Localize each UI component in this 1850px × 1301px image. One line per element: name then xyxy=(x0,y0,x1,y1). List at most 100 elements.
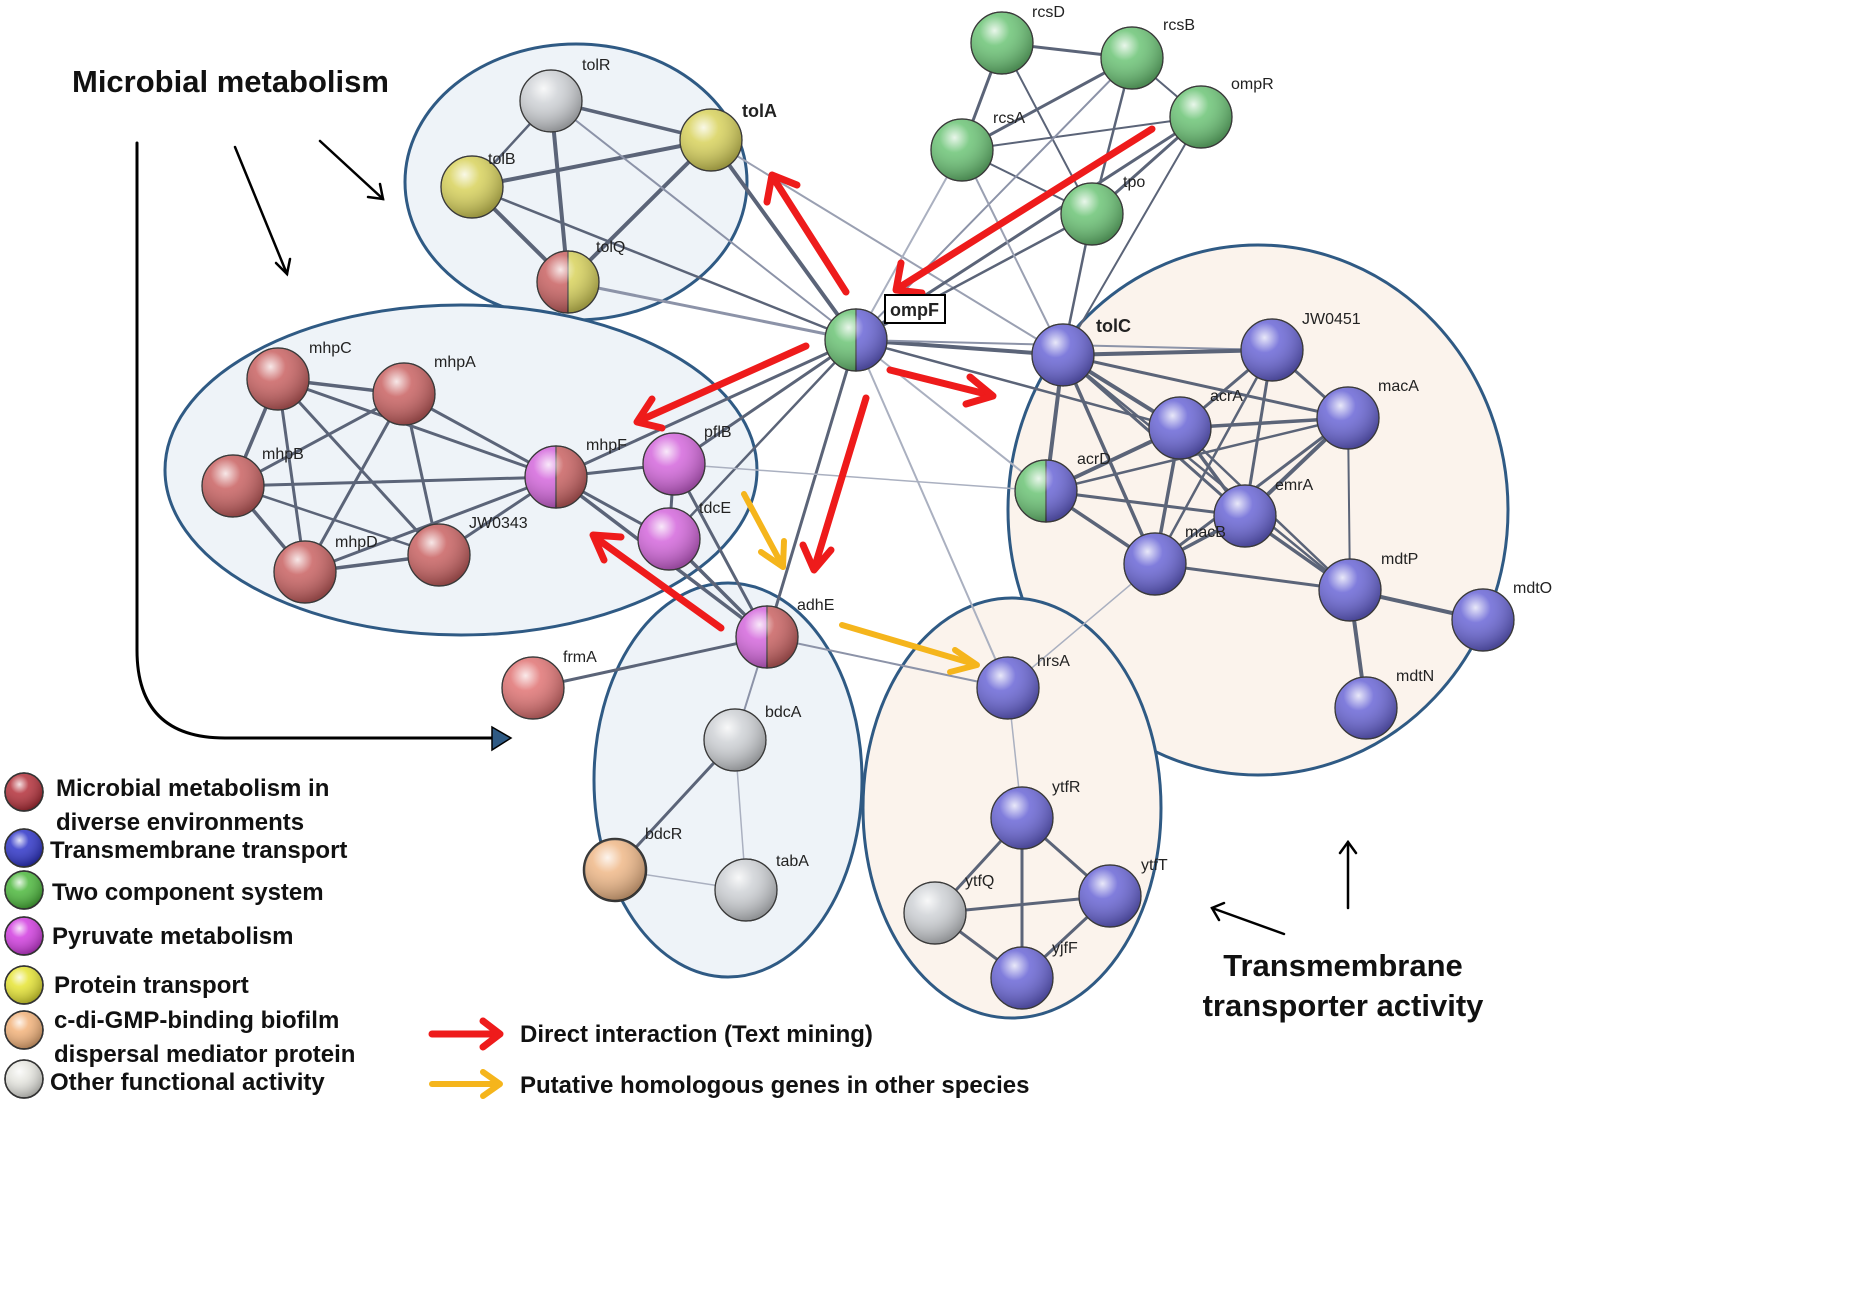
node-ompF[interactable] xyxy=(824,308,888,372)
arrow-adhE-to-hrsA xyxy=(839,622,980,675)
label-tabA: tabA xyxy=(776,853,809,870)
node-tolA[interactable] xyxy=(679,108,743,172)
legend-swatch-pyruvate xyxy=(4,916,44,956)
legend-arrow-homolog xyxy=(429,1069,503,1099)
label-mhpC: mhpC xyxy=(309,340,352,357)
node-mhpC[interactable] xyxy=(246,347,310,411)
homolog-arrows xyxy=(741,491,980,675)
heading-transmembrane-line1: Transmembrane xyxy=(1223,948,1463,983)
node-acrA[interactable] xyxy=(1148,396,1212,460)
node-ytfQ[interactable] xyxy=(903,881,967,945)
label-mdtN: mdtN xyxy=(1396,668,1434,685)
legend-biofilm-line2: dispersal mediator protein xyxy=(54,1041,355,1068)
node-mhpF[interactable] xyxy=(524,445,588,509)
arrow-adhE-to-mhpF xyxy=(589,531,725,632)
direct-interaction-arrows xyxy=(589,125,1156,632)
node-tolR[interactable] xyxy=(519,69,583,133)
node-ytfR[interactable] xyxy=(990,786,1054,850)
heading-microbial-metabolism: Microbial metabolism xyxy=(72,64,389,99)
node-JW0451[interactable] xyxy=(1240,318,1304,382)
label-bdcR: bdcR xyxy=(645,826,682,843)
label-macA: macA xyxy=(1378,378,1419,395)
label-ytfR: ytfR xyxy=(1052,779,1080,796)
label-rcsA: rcsA xyxy=(993,110,1025,127)
label-JW0451: JW0451 xyxy=(1302,311,1361,328)
label-ytfQ: ytfQ xyxy=(965,873,994,890)
arrow-ompF-to-tolC xyxy=(886,366,997,408)
label-macB: macB xyxy=(1185,524,1226,541)
node-rcsA[interactable] xyxy=(930,118,994,182)
node-macB[interactable] xyxy=(1123,532,1187,596)
legend-pyruvate: Pyruvate metabolism xyxy=(52,923,293,950)
label-mhpF: mhpF xyxy=(586,437,627,454)
legend-swatch-two-component xyxy=(4,870,44,910)
legend xyxy=(4,772,44,1099)
label-pflB: pflB xyxy=(704,424,732,441)
node-tolC[interactable] xyxy=(1031,323,1095,387)
label-ytfT: ytfT xyxy=(1141,857,1168,874)
arrow-heading-to-metabolism-cluster xyxy=(233,145,292,277)
legend-transport: Transmembrane transport xyxy=(50,837,347,864)
label-tolR: tolR xyxy=(582,57,610,74)
node-ompR[interactable] xyxy=(1169,85,1233,149)
node-rcsD[interactable] xyxy=(970,11,1034,75)
label-tpo: tpo xyxy=(1123,174,1145,191)
legend-labels: Microbial metabolism in diverse environm… xyxy=(50,775,355,1096)
label-rcsB: rcsB xyxy=(1163,17,1195,34)
interaction-network-diagram: tolR tolA tolB tolQ rcsD rcsB rcsA ompR … xyxy=(4,4,1552,1099)
legend-metabolism-line2: diverse environments xyxy=(56,809,304,836)
node-hrsA[interactable] xyxy=(976,656,1040,720)
node-tabA[interactable] xyxy=(714,858,778,922)
node-yjfF[interactable] xyxy=(990,946,1054,1010)
arrow-label-to-ytf-cluster xyxy=(1210,901,1286,936)
label-ompR: ompR xyxy=(1231,76,1274,93)
node-acrD[interactable] xyxy=(1014,459,1078,523)
legend-two-component: Two component system xyxy=(52,879,324,906)
node-bdcR[interactable] xyxy=(582,837,648,903)
node-mdtO[interactable] xyxy=(1451,588,1515,652)
label-emrA: emrA xyxy=(1275,477,1314,494)
node-mdtN[interactable] xyxy=(1334,676,1398,740)
node-tpo[interactable] xyxy=(1060,182,1124,246)
arrow-ompF-to-adhE xyxy=(799,394,870,574)
node-frmA[interactable] xyxy=(501,656,565,720)
label-tdcE: tdcE xyxy=(699,500,731,517)
label-mhpB: mhpB xyxy=(262,446,304,463)
ompF-label-box xyxy=(884,294,946,324)
legend-swatch-other xyxy=(4,1059,44,1099)
node-rcsB[interactable] xyxy=(1100,26,1164,90)
label-acrD: acrD xyxy=(1077,451,1111,468)
label-rcsD: rcsD xyxy=(1032,4,1065,21)
gene-nodes xyxy=(201,11,1515,1010)
gene-labels: tolR tolA tolB tolQ rcsD rcsB rcsA ompR … xyxy=(262,4,1552,957)
node-mhpD[interactable] xyxy=(273,540,337,604)
label-mdtP: mdtP xyxy=(1381,551,1418,568)
legend-putative-homologous: Putative homologous genes in other speci… xyxy=(520,1072,1029,1099)
node-tolQ[interactable] xyxy=(536,250,600,314)
node-mhpB[interactable] xyxy=(201,454,265,518)
node-macA[interactable] xyxy=(1316,386,1380,450)
label-adhE: adhE xyxy=(797,597,834,614)
node-bdcA[interactable] xyxy=(703,708,767,772)
node-tolB[interactable] xyxy=(440,155,504,219)
node-ytfT[interactable] xyxy=(1078,864,1142,928)
label-yjfF: yjfF xyxy=(1052,940,1078,957)
arrow-tdcE-to-adhE xyxy=(741,491,787,570)
node-mhpA[interactable] xyxy=(372,362,436,426)
legend-swatch-protein-transport xyxy=(4,965,44,1005)
legend-other: Other functional activity xyxy=(50,1069,325,1096)
node-pflB[interactable] xyxy=(642,432,706,496)
label-mhpD: mhpD xyxy=(335,534,378,551)
node-adhE[interactable] xyxy=(735,605,799,669)
node-mdtP[interactable] xyxy=(1318,558,1382,622)
label-acrA: acrA xyxy=(1210,388,1243,405)
label-mdtO: mdtO xyxy=(1513,580,1552,597)
label-tolC: tolC xyxy=(1096,316,1131,336)
label-hrsA: hrsA xyxy=(1037,653,1070,670)
label-ompF: ompF xyxy=(890,300,939,320)
label-mhpA: mhpA xyxy=(434,354,476,371)
node-JW0343[interactable] xyxy=(407,523,471,587)
node-emrA[interactable] xyxy=(1213,484,1277,548)
legend-swatch-transport xyxy=(4,828,44,868)
node-tdcE[interactable] xyxy=(637,507,701,571)
